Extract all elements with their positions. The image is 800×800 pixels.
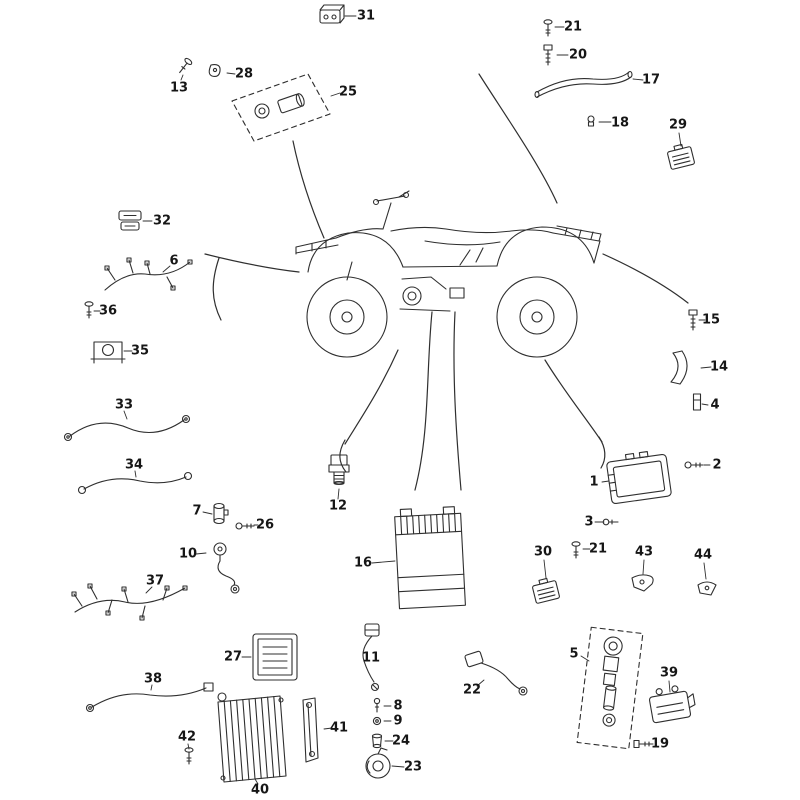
part-number-label: 34: [125, 458, 143, 473]
part-number-label: 17: [642, 73, 660, 88]
part-34-cable2: [77, 470, 193, 495]
part-28-clip: [208, 64, 236, 77]
part-32-relay2: [118, 210, 153, 231]
part-number-label: 38: [144, 672, 162, 687]
part-1-ecu: [601, 451, 672, 505]
part-43-bracket-small: [631, 559, 654, 592]
part-3-screw-dot: [594, 518, 619, 526]
part-number-label: 27: [224, 650, 242, 665]
part-42-screw-v: [184, 743, 194, 765]
part-number-label: 18: [611, 116, 629, 131]
part-14-bracket-curve: [670, 350, 712, 385]
part-30-relay: [532, 559, 560, 604]
part-number-label: 35: [131, 344, 149, 359]
part-13-screw-tilt: [179, 57, 193, 81]
part-number-label: 9: [393, 714, 402, 729]
part-number-label: 22: [463, 683, 481, 698]
part-35-bracket-box: [90, 341, 133, 364]
part-2-screw-h: [684, 461, 711, 469]
part-26-screw-h: [235, 522, 259, 530]
part-20-bolt-v: [543, 44, 569, 66]
part-number-label: 8: [393, 699, 402, 714]
part-number-label: 7: [192, 504, 201, 519]
part-4-small-rect: [692, 393, 709, 411]
part-number-label: 43: [635, 545, 653, 560]
part-24-grommet: [371, 733, 394, 749]
part-8-screw-small: [373, 697, 392, 713]
part-15-bolt-v: [688, 309, 706, 331]
part-number-label: 44: [694, 548, 712, 563]
part-number-label: 23: [404, 760, 422, 775]
part-40-finned-unit: [217, 692, 287, 785]
part-number-label: 15: [702, 313, 720, 328]
part-number-label: 31: [357, 9, 375, 24]
parts-layer: [63, 4, 717, 785]
part-19-bolt-h: [633, 739, 654, 749]
part-number-label: 39: [660, 666, 678, 681]
part-41-channel: [302, 697, 333, 763]
part-6-harness: [104, 257, 193, 291]
part-number-label: 32: [153, 214, 171, 229]
atv-illustration: [295, 190, 602, 358]
part-number-label: 14: [710, 360, 728, 375]
leader-lines: [204, 73, 689, 491]
part-number-label: 24: [392, 734, 410, 749]
part-number-label: 25: [339, 85, 357, 100]
part-number-label: 36: [99, 304, 117, 319]
part-number-label: 37: [146, 574, 164, 589]
part-36-screw-v: [84, 301, 101, 319]
part-number-label: 26: [256, 518, 274, 533]
part-17-bar: [534, 70, 644, 99]
part-number-label: 21: [589, 542, 607, 557]
part-21-screw-v: [543, 19, 565, 37]
part-33-cable: [63, 410, 191, 442]
part-44-bracket-small2: [697, 562, 717, 596]
part-number-label: 19: [651, 737, 669, 752]
part-number-label: 28: [235, 67, 253, 82]
part-10-speed-sensor: [195, 542, 240, 594]
part-25-ignition-box: [231, 73, 341, 142]
part-number-label: 4: [710, 398, 719, 413]
part-11-wire-sensor: [362, 623, 380, 692]
part-number-label: 13: [170, 81, 188, 96]
part-number-label: 10: [179, 547, 197, 562]
part-number-label: 2: [712, 458, 721, 473]
part-number-label: 29: [669, 118, 687, 133]
part-5-coil-box: [576, 626, 644, 750]
part-number-label: 5: [569, 647, 578, 662]
part-number-label: 12: [329, 499, 347, 514]
part-number-label: 40: [251, 783, 269, 798]
part-21-screw-v: [571, 541, 591, 559]
part-number-label: 30: [534, 545, 552, 560]
part-number-label: 1: [589, 475, 598, 490]
part-number-label: 6: [169, 254, 178, 269]
part-23-horn: [365, 747, 405, 779]
part-16-battery: [371, 506, 466, 610]
part-12-sensor-plug: [328, 454, 350, 500]
part-31-connector: [319, 4, 357, 24]
part-7-cylinder-sensor: [202, 502, 229, 525]
part-37-harness2: [71, 583, 188, 621]
part-number-label: 33: [115, 398, 133, 413]
part-number-label: 3: [584, 515, 593, 530]
part-18-nut: [587, 115, 612, 127]
part-9-washer: [372, 716, 392, 726]
part-number-label: 21: [564, 20, 582, 35]
part-number-label: 42: [178, 730, 196, 745]
part-number-label: 16: [354, 556, 372, 571]
part-number-label: 20: [569, 48, 587, 63]
part-22-wire-sensor2: [464, 650, 528, 696]
part-38-cable3: [85, 682, 214, 713]
part-27-ecu2: [241, 633, 298, 681]
part-29-relay: [667, 132, 695, 170]
part-39-starter-relay: [648, 680, 696, 724]
part-number-label: 41: [330, 721, 348, 736]
part-number-label: 11: [362, 651, 380, 666]
